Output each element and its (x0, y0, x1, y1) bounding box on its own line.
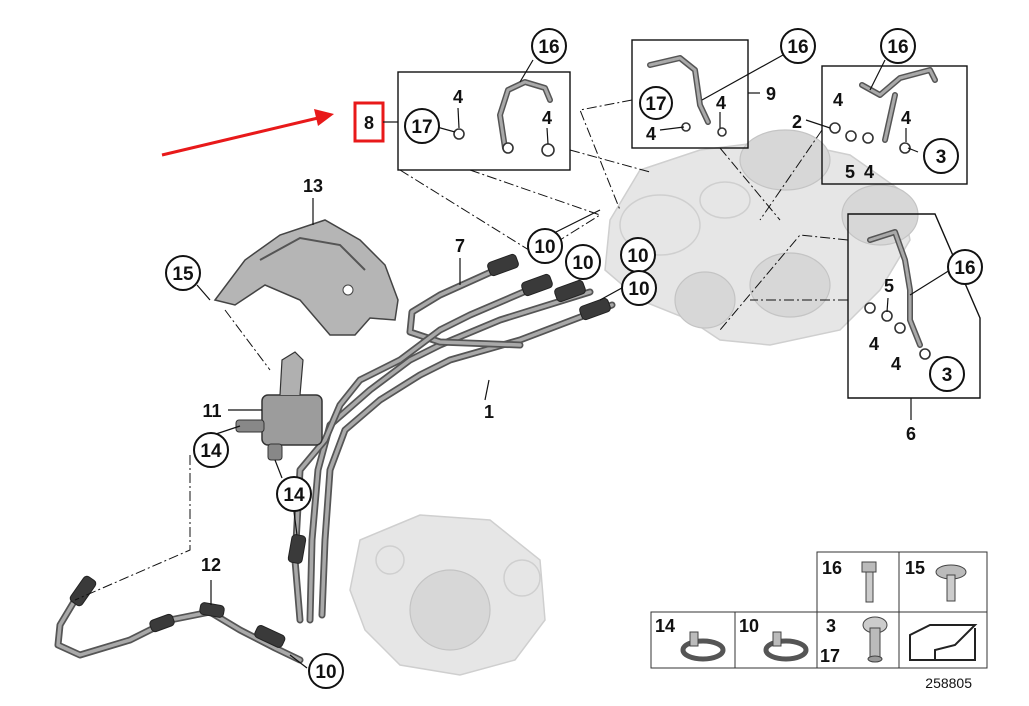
callout-10c: 10 (620, 237, 656, 273)
callout-4g: 4 (864, 162, 874, 182)
callout-4d: 4 (716, 93, 726, 113)
callout-16c: 16 (880, 28, 916, 64)
coolant-pipe-7 (291, 264, 544, 624)
svg-text:10: 10 (534, 237, 555, 258)
svg-text:3: 3 (942, 365, 953, 386)
svg-text:10: 10 (315, 662, 336, 683)
callout-14a: 14 (193, 432, 229, 468)
callout-10d: 10 (621, 270, 657, 306)
callout-10b: 10 (565, 244, 601, 280)
callout-2: 2 (792, 112, 802, 132)
callout-7: 7 (455, 236, 465, 256)
parts-legend: 16 15 14 10 3 17 (650, 551, 988, 669)
turbocharger-ghost (604, 129, 919, 346)
callout-5b: 5 (884, 276, 894, 296)
flange-bolt-icon (935, 564, 967, 602)
svg-text:16: 16 (538, 37, 559, 58)
svg-text:17: 17 (411, 117, 432, 138)
callout-3a: 3 (923, 138, 959, 174)
legend-14: 14 (655, 616, 675, 636)
dashed-leaders (74, 99, 849, 601)
callout-6: 6 (906, 424, 916, 444)
legend-10: 10 (739, 616, 759, 636)
callout-16a: 16 (531, 28, 567, 64)
detail-box-2 (821, 65, 968, 185)
water-pump-ghost (349, 514, 546, 676)
callout-9: 9 (766, 84, 776, 104)
callout-4c: 4 (646, 124, 656, 144)
coolant-hose-12 (54, 596, 304, 664)
legend-17: 17 (820, 646, 840, 666)
callout-4b: 4 (542, 108, 552, 128)
detail-box-8 (397, 71, 571, 171)
svg-text:14: 14 (200, 441, 222, 462)
callout-8: 8 (364, 113, 374, 133)
callout-16d: 16 (947, 249, 983, 285)
callout-4i: 4 (891, 354, 901, 374)
callout-1: 1 (484, 402, 494, 422)
svg-text:10: 10 (627, 246, 648, 267)
hose-clamp-icon (680, 631, 726, 662)
callout-4e: 4 (833, 90, 843, 110)
hose-sleeves (69, 253, 611, 648)
callout-14b: 14 (276, 476, 312, 512)
svg-text:10: 10 (572, 253, 593, 274)
detail-box-6 (847, 213, 981, 399)
red-pointer-arrow (161, 109, 334, 157)
callout-3b: 3 (929, 356, 965, 392)
callout-4a: 4 (453, 87, 463, 107)
callout-13: 13 (303, 176, 323, 196)
valve-11 (235, 351, 323, 461)
svg-text:8: 8 (364, 113, 374, 133)
folded-page-icon (909, 624, 978, 661)
callout-11: 11 (202, 401, 221, 421)
svg-text:10: 10 (628, 279, 649, 300)
legend-15: 15 (905, 558, 925, 578)
callout-17a: 17 (404, 108, 440, 144)
callout-12: 12 (201, 555, 221, 575)
svg-text:16: 16 (887, 37, 908, 58)
svg-text:14: 14 (283, 485, 305, 506)
bracket-13 (213, 219, 399, 336)
svg-text:17: 17 (645, 94, 666, 115)
detail-box-9 (631, 39, 749, 149)
banjo-bolt-icon (862, 616, 888, 663)
callout-10f: 10 (308, 653, 344, 689)
svg-text:16: 16 (787, 37, 808, 58)
legend-16: 16 (822, 558, 842, 578)
callout-10a: 10 (527, 228, 563, 264)
callout-4h: 4 (869, 334, 879, 354)
callout-17b: 17 (639, 86, 673, 120)
leader-lines (196, 54, 951, 669)
svg-text:16: 16 (954, 258, 975, 279)
callout-15: 15 (165, 255, 201, 291)
reference-number: 258805 (925, 675, 972, 691)
band-clamp-icon (763, 631, 809, 662)
svg-text:3: 3 (936, 147, 947, 168)
legend-3: 3 (826, 616, 836, 636)
svg-text:15: 15 (172, 264, 194, 285)
callout-5a: 5 (845, 162, 855, 182)
hex-bolt-icon (861, 561, 877, 603)
callout-4f: 4 (901, 108, 911, 128)
callout-16b: 16 (780, 28, 816, 64)
